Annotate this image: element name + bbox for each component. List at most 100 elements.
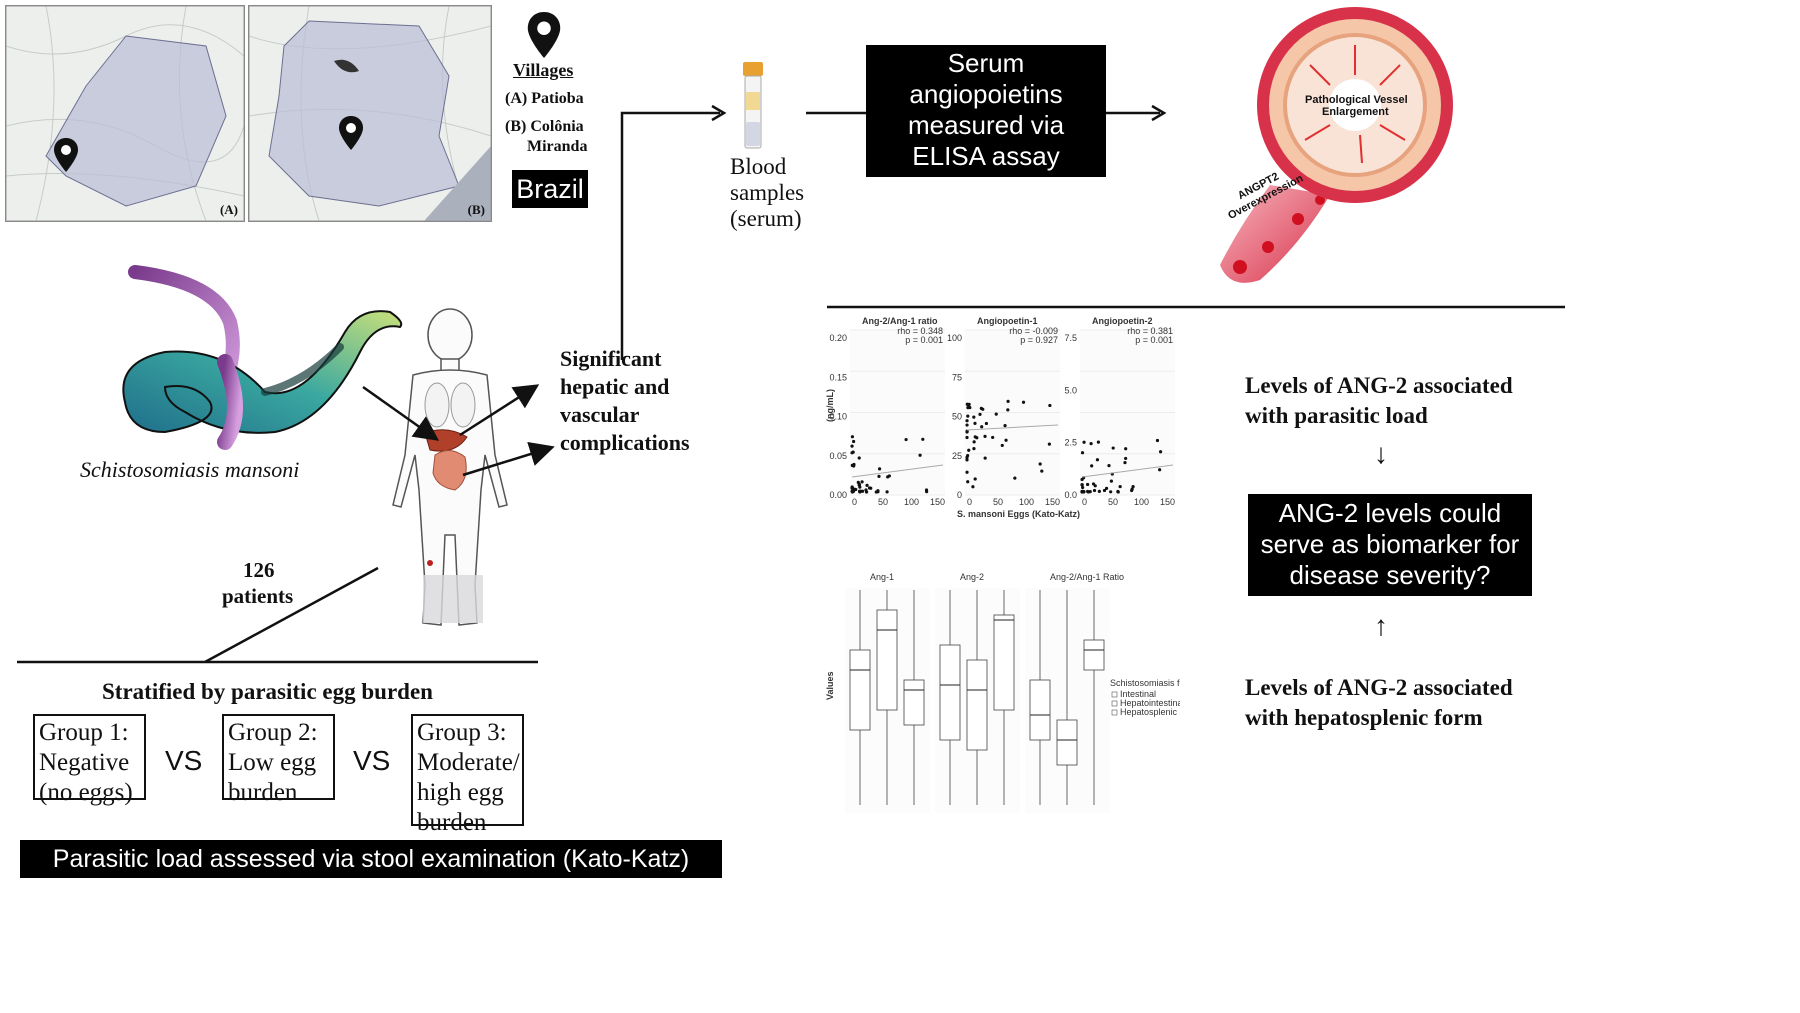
scatter-point bbox=[966, 480, 970, 484]
box-body bbox=[1029, 679, 1051, 741]
scatter-point bbox=[972, 440, 976, 444]
villages-heading: Villages bbox=[513, 60, 574, 80]
scatter-point bbox=[1090, 464, 1094, 468]
box-body bbox=[939, 644, 961, 741]
scatter-title: Angiopoetin-2 bbox=[1092, 316, 1153, 326]
scatter-x-tick: 150 bbox=[1160, 497, 1175, 507]
village-a: (A) Patioba bbox=[505, 90, 584, 107]
conclusion-top-line2: with parasitic load bbox=[1245, 403, 1428, 428]
biomarker-question-box: ANG-2 levels could serve as biomarker fo… bbox=[1248, 494, 1532, 596]
complications-line4: complications bbox=[560, 430, 690, 455]
scatter-point bbox=[1040, 469, 1044, 473]
box-panel-title: Ang-2/Ang-1 Ratio bbox=[1050, 572, 1124, 582]
scatter-point bbox=[1131, 485, 1135, 489]
scatter-point bbox=[966, 414, 970, 418]
scatter-p: p = 0.001 bbox=[905, 335, 943, 345]
scatter-point bbox=[1000, 443, 1004, 448]
scatter-y-tick: 7.5 bbox=[1064, 333, 1077, 343]
scatter-point bbox=[851, 486, 855, 491]
group-3-line4: burden bbox=[417, 809, 487, 836]
scatter-x-tick: 0 bbox=[852, 497, 857, 507]
location-pin-icon bbox=[339, 116, 363, 150]
organism-name: Schistosomiasis mansoni bbox=[80, 457, 300, 482]
group-3-line1: Group 3: bbox=[417, 719, 507, 746]
scatter-point bbox=[1092, 488, 1097, 493]
box-legend-swatch bbox=[1111, 691, 1118, 698]
box-body bbox=[1083, 639, 1105, 671]
scatter-point bbox=[1130, 487, 1134, 491]
scatter-point bbox=[876, 489, 880, 493]
scatter-point bbox=[852, 439, 856, 444]
scatter-y-tick: 25 bbox=[952, 451, 962, 461]
scatter-point bbox=[973, 477, 977, 481]
scatter-x-tick: 50 bbox=[1108, 497, 1118, 507]
box-panel-title: Ang-2 bbox=[960, 572, 984, 582]
serum-line2: angiopoietins bbox=[909, 79, 1063, 109]
group-2-line2: Low egg bbox=[228, 749, 317, 776]
scatter-point bbox=[1109, 490, 1113, 494]
scatter-point bbox=[991, 435, 995, 440]
box-legend-item: Hepatointestinal bbox=[1120, 698, 1180, 708]
complications-line3: vascular bbox=[560, 402, 640, 427]
group-3-box: Group 3: Moderate/ high egg burden bbox=[411, 714, 524, 836]
scatter-title: Angiopoetin-1 bbox=[977, 316, 1038, 326]
group-2-box: Group 2: Low egg burden bbox=[222, 714, 335, 806]
complications-line1: Significant bbox=[560, 346, 662, 371]
scatter-point bbox=[1004, 438, 1008, 442]
scatter-point bbox=[1123, 461, 1127, 465]
scatter-point bbox=[983, 456, 987, 460]
box-body bbox=[876, 609, 898, 711]
scatter-point bbox=[979, 406, 983, 410]
scatter-point bbox=[965, 470, 969, 474]
scatter-point bbox=[857, 456, 861, 460]
scatter-point bbox=[1109, 479, 1114, 483]
scatter-point bbox=[966, 453, 970, 458]
box-legend-title: Schistosomiasis form bbox=[1110, 678, 1180, 688]
scatter-y-tick: 2.5 bbox=[1064, 438, 1077, 448]
serum-line1: Serum bbox=[947, 48, 1025, 78]
conclusion-bottom-line2: with hepatosplenic form bbox=[1245, 705, 1483, 730]
scatter-point bbox=[1082, 440, 1086, 444]
arrows-body-complications bbox=[362, 384, 555, 477]
scatter-x-tick: 0 bbox=[1082, 497, 1087, 507]
scatter-point bbox=[1006, 408, 1010, 412]
scatter-point bbox=[1116, 490, 1120, 494]
biomarker-line1: ANG-2 levels could bbox=[1278, 498, 1502, 528]
scatter-x-tick: 0 bbox=[967, 497, 972, 507]
scatter-point bbox=[1104, 486, 1109, 490]
scatter-y-tick: 0.0 bbox=[1064, 490, 1077, 500]
scatter-point bbox=[1038, 462, 1042, 466]
scatter-point bbox=[1102, 488, 1107, 493]
scatter-point bbox=[1124, 447, 1128, 451]
location-pin-icon bbox=[527, 12, 561, 58]
scatter-point bbox=[965, 435, 969, 440]
village-b-line2: Miranda bbox=[527, 138, 588, 155]
serum-line4: ELISA assay bbox=[912, 141, 1060, 171]
scatter-point bbox=[852, 464, 856, 468]
scatter-point bbox=[973, 435, 977, 439]
scatter-point bbox=[1082, 490, 1086, 494]
scatter-point bbox=[967, 448, 971, 452]
scatter-y-tick: 0.05 bbox=[829, 451, 847, 461]
scatter-point bbox=[864, 490, 869, 494]
scatter-point bbox=[904, 437, 908, 442]
vs-label-1: VS bbox=[165, 745, 203, 776]
box-legend-swatch bbox=[1111, 700, 1118, 707]
scatter-y-tick: 0.10 bbox=[829, 412, 847, 422]
scatter-point bbox=[1096, 440, 1101, 444]
box-body bbox=[966, 659, 988, 751]
scatter-point bbox=[851, 450, 855, 454]
vessel-enlargement-illustration bbox=[1220, 7, 1453, 283]
box-body bbox=[1056, 719, 1078, 766]
scatter-x-tick: 100 bbox=[1134, 497, 1149, 507]
scatter-point bbox=[856, 480, 860, 484]
biomarker-line2: serve as biomarker for bbox=[1260, 529, 1520, 559]
group-2-line3: burden bbox=[228, 779, 298, 806]
location-pin-icon bbox=[54, 138, 78, 172]
scatter-x-label: S. mansoni Eggs (Kato-Katz) bbox=[957, 509, 1080, 519]
box-y-label: Values bbox=[825, 671, 835, 700]
scatter-x-tick: 150 bbox=[1045, 497, 1060, 507]
scatter-point bbox=[1095, 458, 1100, 462]
scatter-p: p = 0.927 bbox=[1020, 335, 1058, 345]
